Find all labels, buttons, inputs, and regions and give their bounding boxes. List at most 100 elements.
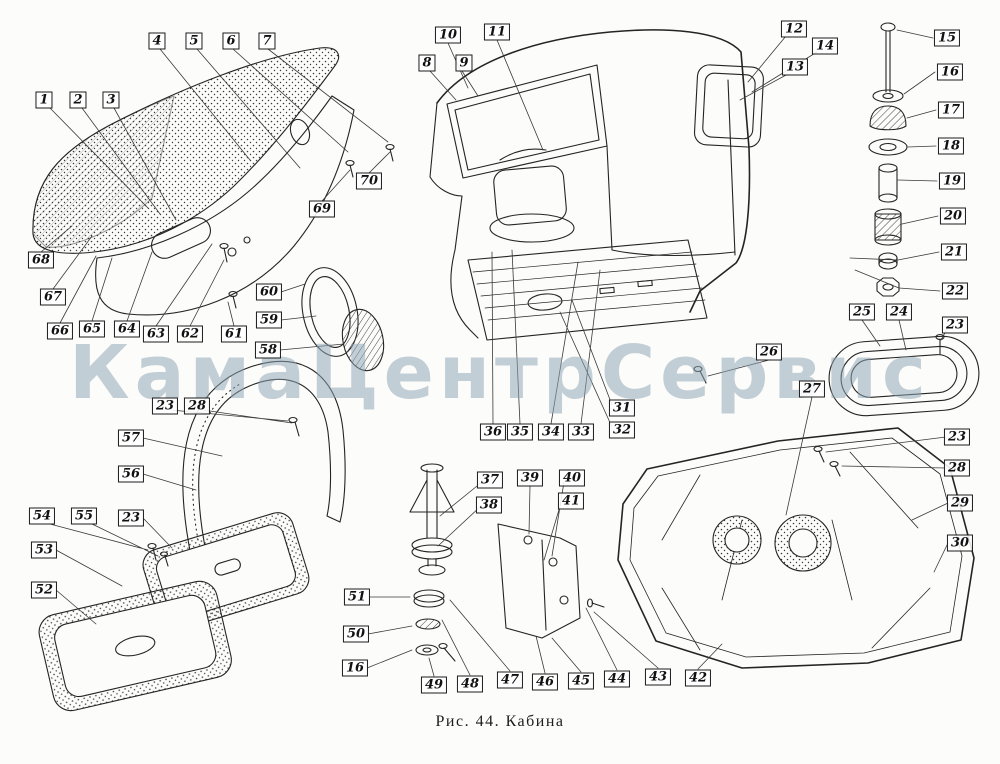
callout-27: 27 — [798, 380, 826, 398]
callout-70: 70 — [355, 172, 383, 190]
spacer-19 — [878, 163, 898, 203]
callout-69: 69 — [308, 200, 336, 218]
bushing-17 — [869, 105, 907, 131]
callout-38: 38 — [475, 496, 503, 514]
callout-32: 32 — [608, 421, 636, 439]
callout-23: 23 — [117, 509, 145, 527]
callout-3: 3 — [102, 91, 120, 109]
callout-31: 31 — [608, 399, 636, 417]
callout-63: 63 — [142, 325, 170, 343]
callout-2: 2 — [69, 91, 87, 109]
callout-17: 17 — [937, 101, 965, 119]
hatch-gasket — [828, 335, 980, 417]
figure-caption: Рис. 44. Кабина — [435, 713, 565, 730]
cup-washer-18 — [868, 138, 908, 156]
callout-29: 29 — [946, 494, 974, 512]
callout-43: 43 — [644, 668, 672, 686]
door-seal-outer — [182, 360, 346, 557]
pedestal — [409, 463, 455, 576]
callout-24: 24 — [885, 303, 913, 321]
callout-9: 9 — [455, 54, 473, 72]
callout-8: 8 — [418, 54, 436, 72]
callout-41: 41 — [557, 492, 585, 510]
callout-54: 54 — [28, 507, 56, 525]
seat-back — [493, 165, 567, 226]
callout-28: 28 — [183, 397, 211, 415]
callout-21: 21 — [940, 243, 968, 261]
callout-18: 18 — [937, 137, 965, 155]
callout-50: 50 — [342, 625, 370, 643]
callout-49: 49 — [420, 676, 448, 694]
callout-7: 7 — [258, 32, 276, 50]
callout-52: 52 — [30, 581, 58, 599]
callout-11: 11 — [483, 23, 511, 41]
callout-56: 56 — [117, 465, 145, 483]
washer-16 — [872, 89, 904, 103]
callout-39: 39 — [516, 469, 544, 487]
cab-outline — [436, 29, 751, 313]
callout-6: 6 — [222, 32, 240, 50]
callout-67: 67 — [39, 288, 67, 306]
callout-53: 53 — [30, 541, 58, 559]
callout-25: 25 — [848, 303, 876, 321]
callout-62: 62 — [176, 325, 204, 343]
callout-61: 61 — [220, 325, 248, 343]
callout-15: 15 — [933, 29, 961, 47]
callout-46: 46 — [531, 673, 559, 691]
callout-16: 16 — [341, 659, 369, 677]
callout-68: 68 — [27, 251, 55, 269]
floor-mat — [617, 427, 975, 669]
callout-23: 23 — [943, 428, 971, 446]
callout-33: 33 — [567, 423, 595, 441]
callout-42: 42 — [684, 669, 712, 687]
callout-60: 60 — [255, 283, 283, 301]
callout-23: 23 — [941, 316, 969, 334]
bolt-15 — [880, 22, 896, 93]
callout-58: 58 — [254, 341, 282, 359]
callout-14: 14 — [811, 37, 839, 55]
callout-19: 19 — [938, 172, 966, 190]
callout-35: 35 — [506, 423, 534, 441]
nut-22 — [876, 277, 900, 297]
cab-floor — [467, 239, 708, 341]
callout-4: 4 — [148, 32, 166, 50]
callout-13: 13 — [781, 58, 809, 76]
bracket — [497, 523, 605, 639]
callout-16: 16 — [936, 63, 964, 81]
callout-55: 55 — [70, 507, 98, 525]
windshield — [446, 64, 608, 179]
callout-47: 47 — [496, 671, 524, 689]
callout-23: 23 — [151, 397, 179, 415]
callout-20: 20 — [939, 207, 967, 225]
seat-cushion — [489, 213, 575, 243]
callout-1: 1 — [35, 91, 53, 109]
callout-34: 34 — [537, 423, 565, 441]
callout-10: 10 — [434, 26, 462, 44]
hood-inner-panel — [95, 95, 355, 316]
callout-44: 44 — [603, 670, 631, 688]
callout-59: 59 — [255, 311, 283, 329]
callout-57: 57 — [117, 429, 145, 447]
callout-5: 5 — [185, 32, 203, 50]
seal-pad — [341, 308, 385, 372]
callout-45: 45 — [567, 672, 595, 690]
callout-64: 64 — [113, 320, 141, 338]
callout-65: 65 — [78, 320, 106, 338]
callout-12: 12 — [780, 20, 808, 38]
callout-48: 48 — [456, 675, 484, 693]
callout-26: 26 — [755, 343, 783, 361]
callout-37: 37 — [476, 471, 504, 489]
callout-40: 40 — [558, 469, 586, 487]
washer-stack — [413, 589, 456, 662]
bushing-20 — [874, 208, 902, 246]
callout-22: 22 — [941, 282, 969, 300]
callout-66: 66 — [46, 322, 74, 340]
callout-28: 28 — [943, 459, 971, 477]
leader-lines — [40, 29, 949, 677]
rear-window — [693, 64, 764, 148]
door-seal-inner — [198, 378, 332, 553]
hatch-cover-lower — [38, 580, 232, 712]
callout-30: 30 — [946, 534, 974, 552]
